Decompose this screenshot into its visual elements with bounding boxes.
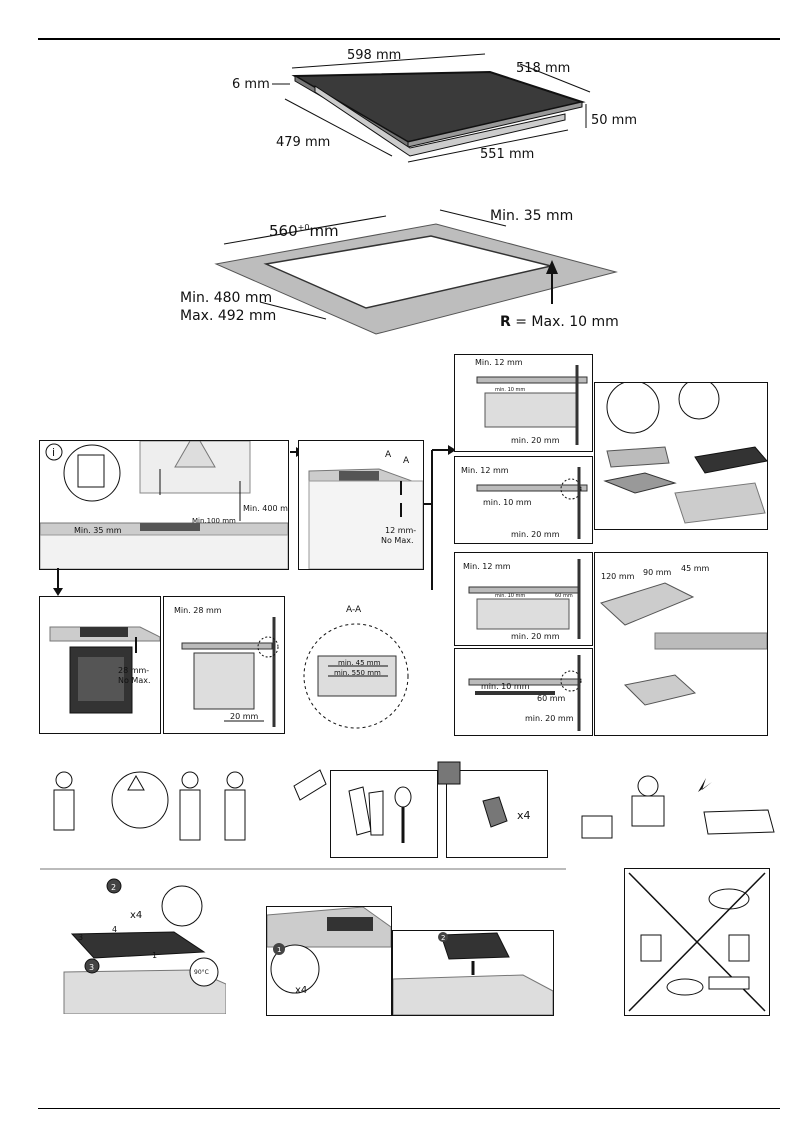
remove-step-2: 2 [441, 934, 445, 942]
electrician-illustration [581, 775, 775, 839]
section-a-label-1: A [385, 450, 392, 460]
board-dim-a: 120 mm [601, 572, 635, 581]
dim-width-inner: 551 mm [480, 147, 534, 162]
panel2-small: min. 10 mm [483, 498, 532, 507]
cutout-width: 560+0mm [269, 222, 339, 240]
aa-min-1: min. 45 mm [338, 659, 381, 667]
panel1-small: min. 10 mm [495, 387, 525, 393]
section-aa-detail: A-A min. 45 mm min. 550 mm [303, 605, 409, 729]
remove-step-1: 1 [277, 946, 281, 954]
cutout-max-depth: Max. 492 mm [180, 308, 276, 324]
panel2-bottom: min. 20 mm [511, 530, 560, 539]
oven-panel: 28 mm- No Max. [39, 596, 161, 734]
detail-panel-1: Min. 12 mm min. 10 mm min. 20 mm [454, 354, 593, 452]
cutout-min-edge: Min. 35 mm [490, 208, 573, 224]
cutout-diagram: 560+0mm Min. 35 mm Min. 480 mm Max. 492 … [180, 208, 619, 335]
oven-detail-panel: Min. 28 mm 20 mm [163, 596, 285, 734]
panel4-bottom: min. 20 mm [525, 714, 574, 723]
panel3-bottom: min. 20 mm [511, 632, 560, 641]
dim-depth: 518 mm [516, 61, 570, 76]
board-panel: 120 mm 90 mm 45 mm [594, 552, 768, 736]
panel1-min: Min. 12 mm [475, 358, 523, 367]
remove-x4: x4 [295, 985, 307, 996]
bottom-rule [38, 1108, 780, 1109]
detail-panel-2: Min. 12 mm min. 10 mm min. 20 mm [454, 456, 593, 544]
fit-angle: 90°C [194, 969, 209, 976]
safety-people-illustration [53, 771, 246, 841]
dim-glass: 6 mm [232, 77, 270, 92]
lift-hob-panel: 2 [392, 930, 554, 1016]
no-extension-panel [624, 868, 770, 1016]
panel3-min: Min. 12 mm [463, 562, 511, 571]
aa-min-2: min. 550 mm [334, 669, 381, 677]
fit-hob-illustration: 2 3 3 4 1 x4 90°C [63, 878, 226, 1014]
tools-panel [330, 770, 438, 858]
install-min-side: Min. 35 mm [74, 526, 122, 535]
info-icon: i [52, 446, 55, 459]
panel1-bottom: min. 20 mm [511, 436, 560, 445]
clips-panel: x4 [446, 770, 548, 858]
detail-panel-3: Min. 12 mm min. 10 mm 60 mm min. 20 mm [454, 552, 593, 646]
oven-gap: 28 mm- [118, 666, 149, 675]
panel2-min: Min. 12 mm [461, 466, 509, 475]
board-dim-b: 90 mm [643, 568, 672, 577]
dim-height: 50 mm [591, 113, 637, 128]
fit-label-1: 1 [152, 951, 157, 960]
fit-label-3: 3 [78, 933, 83, 942]
install-steps-panel [594, 378, 768, 530]
panel4-small: min. 10 mm [481, 682, 530, 691]
cutout-min-depth: Min. 480 mm [180, 290, 272, 306]
remove-clips-panel: 1 x4 [266, 906, 392, 1016]
flow-arrows [53, 445, 456, 596]
clips-bag-icon [437, 761, 461, 785]
dim-depth-inner: 479 mm [276, 135, 330, 150]
section-a-gap-2: No Max. [381, 536, 414, 545]
fit-step-3: 3 [89, 963, 94, 972]
fit-label-4: 4 [112, 925, 117, 934]
panel3-small: min. 10 mm [495, 593, 525, 599]
fit-x4: x4 [130, 910, 142, 921]
section-divider [40, 868, 566, 870]
panel3-small-2: 60 mm [555, 593, 573, 599]
install-min-top: Min. 400 mm [243, 504, 288, 513]
aa-title: A-A [346, 605, 362, 615]
dim-width: 598 mm [347, 48, 401, 63]
section-a-label-2: A [403, 456, 410, 466]
install-main-panel: i Min. 400 mm Min. 35 mm Min.100 mm [39, 440, 296, 570]
oven-gap-2: No Max. [118, 676, 151, 685]
oven-detail-min: Min. 28 mm [174, 606, 222, 615]
panel4-mid: 60 mm [537, 694, 566, 703]
hob-dimensions-diagram: 598 mm 518 mm 6 mm 50 mm 479 mm 551 mm [232, 48, 637, 163]
toolbox-icon [293, 769, 327, 801]
detail-panel-4: min. 10 mm 60 mm min. 20 mm [454, 648, 593, 736]
top-rule [38, 38, 780, 40]
install-min-back: Min.100 mm [192, 517, 236, 525]
clips-count: x4 [517, 809, 531, 822]
fit-step-2: 2 [111, 883, 116, 892]
cutout-radius: R = Max. 10 mm [500, 314, 619, 330]
oven-detail-side: 20 mm [230, 712, 259, 721]
board-dim-c: 45 mm [681, 564, 710, 573]
section-a-panel: A A 12 mm- No Max. [298, 440, 424, 570]
section-a-gap: 12 mm- [385, 526, 416, 535]
